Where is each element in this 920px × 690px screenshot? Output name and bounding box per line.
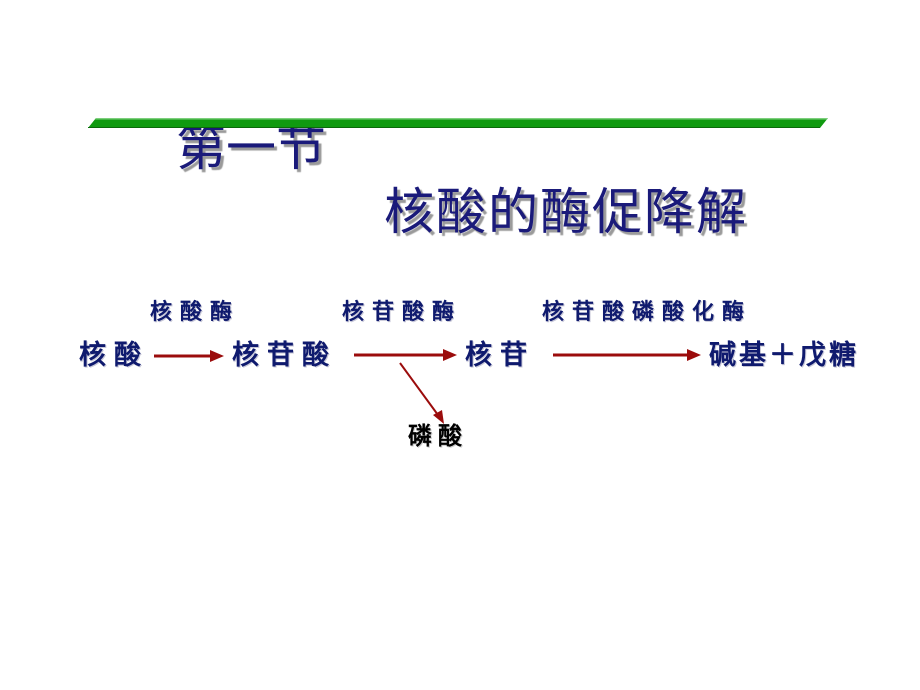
arrow-right-icon bbox=[154, 350, 224, 362]
arrow-diagonal-icon bbox=[399, 362, 444, 424]
enzyme-label-nuclease: 核酸酶 bbox=[150, 300, 241, 325]
arrow-right-icon bbox=[553, 349, 701, 361]
enzyme-label-nucleotidase: 核苷酸酶 bbox=[342, 300, 463, 325]
title-topic: 核酸的酶促降解 bbox=[384, 183, 748, 241]
enzyme-label-nucleoside-phosphorylase: 核苷酸磷酸化酶 bbox=[542, 300, 753, 325]
compound-nucleic-acid: 核酸 bbox=[79, 340, 149, 371]
compound-nucleotide: 核苷酸 bbox=[232, 340, 337, 371]
compound-nucleoside: 核苷 bbox=[465, 340, 535, 371]
arrow-right-icon bbox=[354, 349, 457, 361]
title-divider-bar bbox=[88, 118, 828, 128]
title-section: 第一节 bbox=[176, 119, 326, 177]
byproduct-phosphate: 磷酸 bbox=[408, 422, 468, 450]
compound-base-plus-pentose: 碱基＋戊糖 bbox=[709, 340, 859, 371]
slide-title: 第一节 核酸的酶促降解 bbox=[0, 52, 920, 241]
